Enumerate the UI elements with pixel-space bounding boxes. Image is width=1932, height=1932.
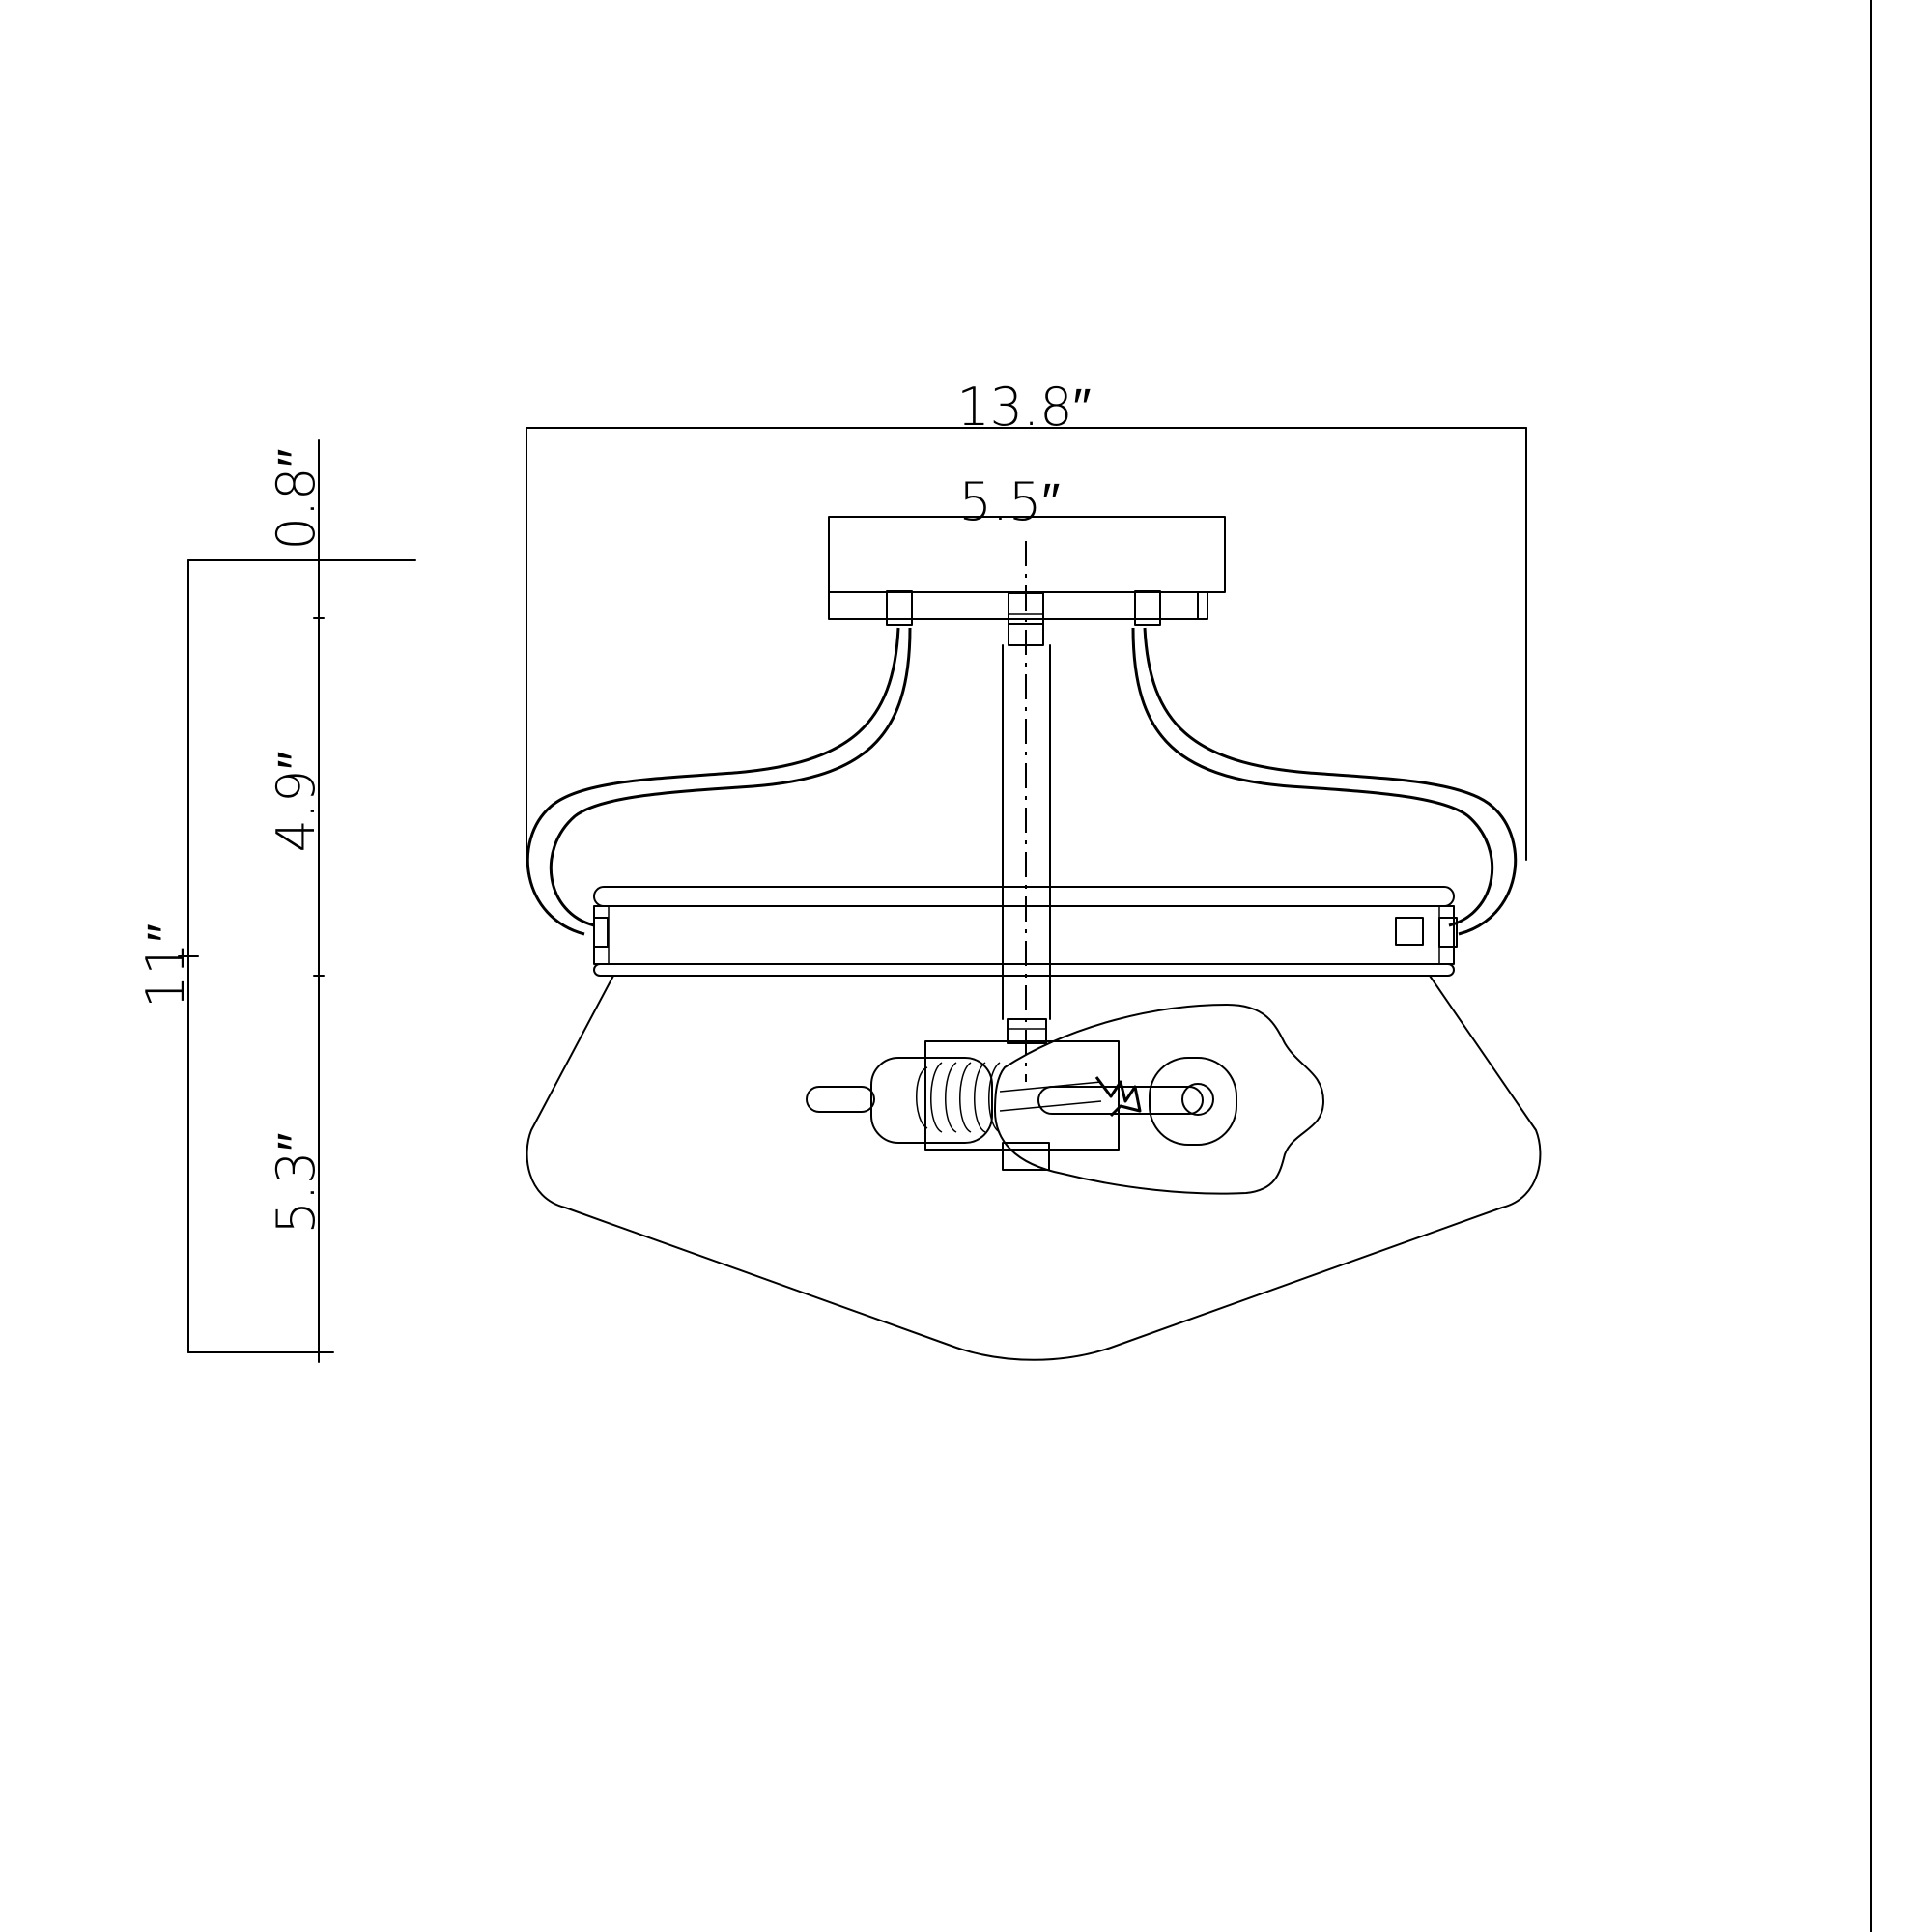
upper-height-label: 4.9″ xyxy=(266,752,327,853)
overall-width-label: 13.8″ xyxy=(956,377,1091,438)
overall-height-label: 11″ xyxy=(135,923,196,1009)
center-rod xyxy=(1002,644,1051,1044)
shade-height-label: 5.3″ xyxy=(266,1133,327,1235)
bulb xyxy=(994,1004,1324,1195)
canopy-width-label: 5.5″ xyxy=(959,471,1061,532)
canopy-height-label: 0.8″ xyxy=(266,449,327,551)
glass-shade xyxy=(526,975,1542,1361)
dimension-stack: 0.8″ 4.9″ 5.3″ xyxy=(266,439,327,1363)
socket-assembly xyxy=(806,1040,1120,1171)
canopy-nuts xyxy=(886,590,1161,646)
dimension-overall-height: 11″ xyxy=(135,559,416,1353)
right-arm xyxy=(1131,627,1518,936)
canopy xyxy=(828,516,1226,1082)
left-arm xyxy=(526,627,912,936)
shade-band xyxy=(593,886,1458,977)
dimension-overall-width: 13.8″ xyxy=(526,377,1527,861)
dimension-canopy-width: 5.5″ xyxy=(959,471,1061,532)
